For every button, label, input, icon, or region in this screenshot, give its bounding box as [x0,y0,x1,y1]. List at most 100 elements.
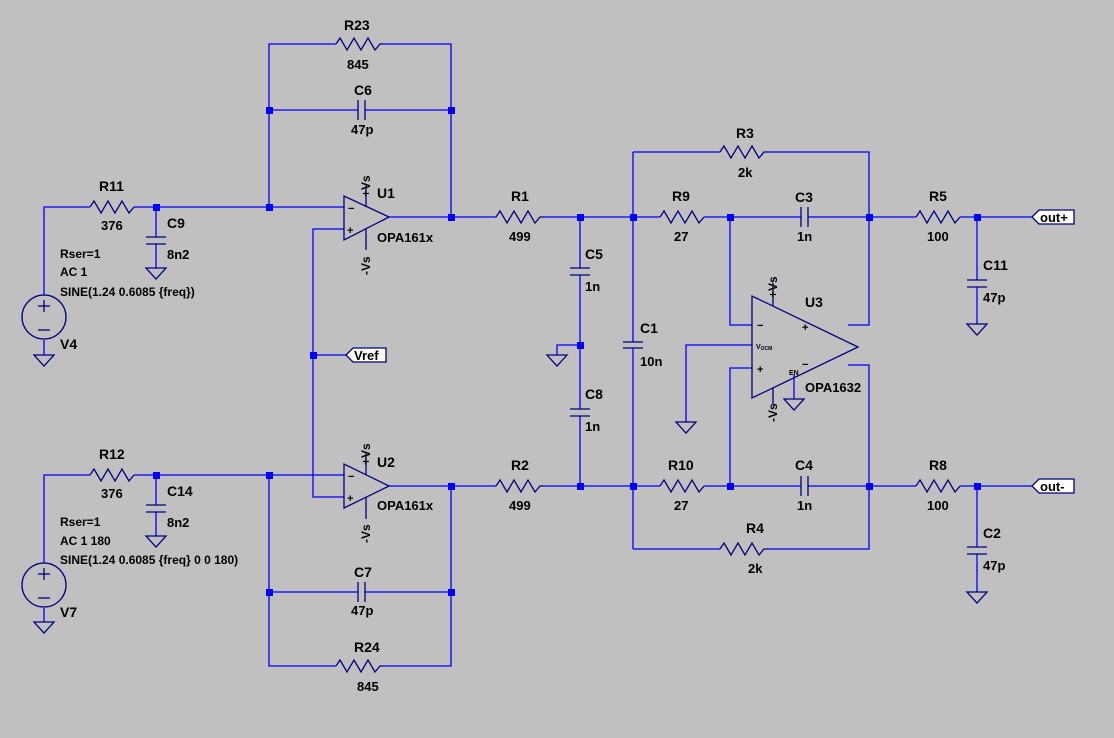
U1-model: OPA161x [377,230,434,245]
resistor-R5[interactable]: R5 100 [915,188,961,244]
U1-plus-pin: + [347,225,353,237]
C8-name: C8 [585,386,603,402]
R11-value: 376 [101,218,123,233]
C11-name: C11 [983,257,1008,273]
U3-vocm-pin: VOCM [756,344,772,352]
vref-text: Vref [354,348,379,363]
U1-name: U1 [377,185,395,201]
C9-name: C9 [167,215,185,231]
R12-value: 376 [101,486,123,501]
capacitor-C3[interactable]: C3 1n [795,189,813,244]
C8-value: 1n [585,419,600,434]
opamp-U3[interactable]: − + + − VOCM EN +Vs -Vs U3 OPA1632 [751,276,861,422]
R4-value: 2k [748,561,763,576]
capacitor-C7[interactable]: C7 47p [351,564,373,618]
U3-neg-supply: -Vs [766,403,780,422]
ground-U3-vocm [674,421,698,434]
C2-name: C2 [983,525,1001,541]
C3-name: C3 [795,189,813,205]
voltage-source-V7[interactable]: V7 Rser=1 AC 1 180 SINE(1.24 0.6085 {fre… [21,515,238,620]
resistor-R4[interactable]: R4 2k [719,520,768,576]
U2-model: OPA161x [377,498,434,513]
C1-value: 10n [640,354,662,369]
R1-value: 499 [509,229,531,244]
resistor-R3[interactable]: R3 2k [719,125,768,180]
ground-C5C8 [545,354,569,367]
capacitor-C6[interactable]: C6 47p [351,82,373,137]
net-label-out-plus[interactable]: out+ [1031,209,1075,225]
C1-name: C1 [640,320,658,336]
V7-ac: AC 1 180 [60,534,111,548]
resistor-R1[interactable]: R1 499 [495,188,544,244]
resistor-R9[interactable]: R9 27 [659,188,705,244]
capacitor-C5[interactable]: C5 1n [570,246,603,294]
U3-minus-in: − [757,320,763,332]
R12-name: R12 [99,446,125,462]
C3-value: 1n [797,229,812,244]
C4-name: C4 [795,457,813,473]
C7-name: C7 [354,564,372,580]
capacitor-C1[interactable]: C1 10n [623,320,662,369]
capacitor-C9[interactable]: C9 8n2 [146,215,189,262]
U3-pos-supply: +Vs [766,276,780,298]
capacitor-C2[interactable]: C2 47p [967,525,1005,573]
R11-name: R11 [99,178,124,194]
ground-C9 [144,267,168,280]
ground-symbols [32,267,989,634]
net-label-vref[interactable]: Vref [345,347,387,363]
opamp-U2[interactable]: − + +Vs -Vs U2 OPA161x [343,443,434,543]
R5-name: R5 [929,188,947,204]
resistor-R11[interactable]: R11 376 [89,178,135,233]
U3-en-pin: EN [789,370,799,377]
U2-pos-supply: +Vs [359,443,373,465]
C14-value: 8n2 [167,515,189,530]
R24-value: 845 [357,679,379,694]
R1-name: R1 [511,188,529,204]
R5-value: 100 [927,229,949,244]
net-label-out-minus[interactable]: out- [1031,478,1075,494]
opamp-U1[interactable]: − + +Vs -Vs U1 OPA161x [343,175,434,275]
U3-model: OPA1632 [805,380,861,395]
resistor-R10[interactable]: R10 27 [659,457,705,513]
R8-name: R8 [929,457,947,473]
resistor-R23[interactable]: R23 845 [335,17,383,72]
R23-value: 845 [347,57,369,72]
R8-value: 100 [927,498,949,513]
U2-plus-pin: + [347,493,353,505]
capacitor-C11[interactable]: C11 47p [967,257,1008,305]
capacitor-C14[interactable]: C14 8n2 [146,483,193,530]
ground-C14 [144,535,168,548]
R10-value: 27 [674,498,688,513]
C2-value: 47p [983,558,1005,573]
U1-neg-supply: -Vs [359,256,373,275]
resistor-R12[interactable]: R12 376 [89,446,135,501]
R2-value: 499 [509,498,531,513]
R9-name: R9 [672,188,690,204]
C5-name: C5 [585,246,603,262]
U2-neg-supply: -Vs [359,524,373,543]
capacitor-C4[interactable]: C4 1n [795,457,813,513]
resistor-R24[interactable]: R24 845 [335,639,383,694]
voltage-source-V4[interactable]: V4 Rser=1 AC 1 SINE(1.24 0.6085 {freq}) [21,247,195,352]
U3-name: U3 [805,294,823,310]
R23-name: R23 [344,17,370,33]
C5-value: 1n [585,279,600,294]
C6-name: C6 [354,82,372,98]
R3-value: 2k [738,165,753,180]
capacitor-C8[interactable]: C8 1n [570,386,603,434]
ground-V7 [32,621,56,634]
V7-sine: SINE(1.24 0.6085 {freq} 0 0 180) [60,553,238,567]
C9-value: 8n2 [167,247,189,262]
resistor-R2[interactable]: R2 499 [495,457,544,513]
C14-name: C14 [167,483,193,499]
resistor-R8[interactable]: R8 100 [915,457,961,513]
ground-C2 [965,591,989,604]
R10-name: R10 [668,457,694,473]
V4-rser: Rser=1 [60,247,101,261]
V7-name: V7 [60,604,77,620]
junctions [153,107,981,596]
V4-ac: AC 1 [60,265,88,279]
V7-rser: Rser=1 [60,515,101,529]
C7-value: 47p [351,603,373,618]
